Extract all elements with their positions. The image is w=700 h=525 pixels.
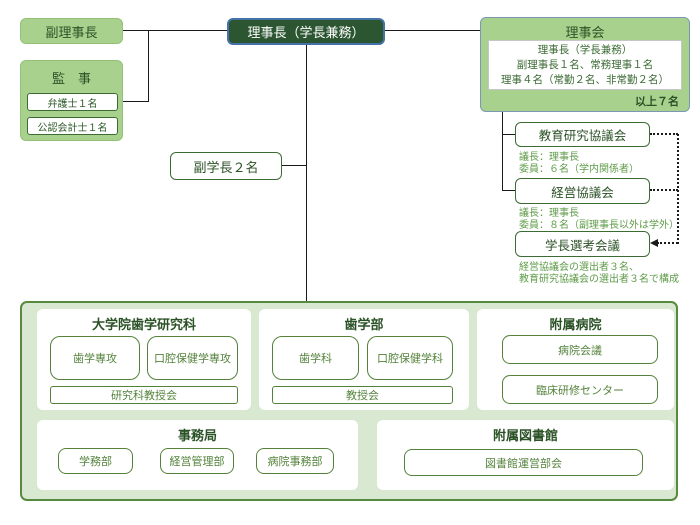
section-library: 附属図書館 図書館運営部会 (377, 420, 674, 490)
auditor-member: 弁護士１名 (27, 93, 118, 111)
graduate-school-title: 大学院歯学研究科 (91, 317, 196, 332)
unit-library-committee: 図書館運営部会 (404, 449, 643, 476)
connector-vicechairman-chairman (123, 30, 227, 31)
dotted-edu-council-out (650, 133, 678, 135)
connector-board-drop (502, 110, 503, 191)
unit-label: 口腔保健学専攻 (154, 353, 231, 365)
board-composition-line: 理事４名（常勤２名、非常勤２名） (501, 74, 669, 86)
box-president-selection-council: 学長選考会議 (515, 231, 650, 257)
dotted-into-selection (657, 242, 678, 244)
section-faculty: 歯学部 歯学科 口腔保健学科 教授会 (259, 309, 469, 410)
board-title: 理事会 (565, 25, 605, 40)
dotted-vertical (677, 134, 679, 244)
organization-panel: 大学院歯学研究科 歯学専攻 口腔保健学専攻 研究科教授会 歯学部 歯学科 口腔保… (20, 301, 678, 501)
hospital-title: 附属病院 (549, 317, 602, 332)
unit-oral-health-major: 口腔保健学専攻 (147, 336, 238, 380)
faculty-title: 歯学部 (344, 317, 384, 332)
admin-office-title: 事務局 (177, 428, 217, 443)
box-auditors: 監 事 弁護士１名 公認会計士１名 (20, 60, 123, 141)
unit-academic-affairs: 学務部 (58, 448, 133, 474)
connector-to-edu-council (502, 134, 515, 135)
connector-drop-to-auditors (148, 30, 149, 102)
note-line: 委員：６名（学内関係者） (519, 163, 639, 175)
unit-label: 病院会議 (558, 344, 602, 357)
management-council-label: 経営協議会 (551, 185, 614, 200)
unit-label: 図書館運営部会 (485, 457, 562, 470)
dotted-mgmt-council-out (650, 189, 678, 191)
note-line: 経営協議会の選出者３名、 (519, 262, 639, 273)
unit-hospital-admin-dept: 病院事務部 (256, 448, 334, 474)
unit-label: 歯学科 (299, 353, 332, 365)
vice-presidents-label: 副学長２名 (193, 159, 259, 175)
box-management-council: 経営協議会 (515, 178, 650, 204)
chairman-label: 理事長（学長兼務） (247, 25, 365, 40)
unit-clinical-training-center: 臨床研修センター (502, 375, 658, 404)
unit-label: 口腔保健学科 (377, 353, 443, 365)
unit-label: 研究科教授会 (111, 390, 177, 402)
unit-dentistry-major: 歯学専攻 (50, 336, 140, 380)
unit-label: 臨床研修センター (536, 384, 624, 397)
box-vice-presidents: 副学長２名 (170, 152, 282, 180)
connector-chairman-board (385, 30, 480, 31)
unit-oral-health-dept: 口腔保健学科 (367, 336, 453, 380)
unit-label: 歯学専攻 (73, 353, 117, 365)
box-board: 理事会 理事長（学長兼務） 副理事長１名、常務理事１名 理事４名（常勤２名、非常… (480, 17, 690, 112)
box-chairman: 理事長（学長兼務） (227, 18, 385, 45)
board-composition-line: 理事長（学長兼務） (537, 44, 633, 56)
note-line: 議長：理事長 (519, 208, 579, 219)
auditor-member-label: 公認会計士１名 (37, 122, 108, 134)
unit-label: 経営管理部 (169, 456, 225, 468)
connector-auditors-branch (117, 101, 148, 102)
section-admin-office: 事務局 学務部 経営管理部 病院事務部 (37, 420, 358, 490)
vice-chairman-label: 副理事長 (45, 24, 98, 40)
box-education-research-council: 教育研究協議会 (515, 122, 650, 147)
note-line: 委員：８名（副理事長以外は学外） (519, 219, 679, 231)
board-composition-line: 副理事長１名、常務理事１名 (516, 59, 654, 71)
education-research-council-label: 教育研究協議会 (538, 129, 627, 143)
unit-label: 教授会 (346, 390, 379, 402)
note-line: 教育研究協議会の選出者３名で構成 (519, 273, 679, 285)
unit-faculty-council: 教授会 (272, 386, 453, 404)
auditors-title: 監 事 (51, 71, 91, 86)
section-hospital: 附属病院 病院会議 臨床研修センター (477, 309, 674, 410)
arrow-left-icon (650, 239, 658, 247)
section-graduate-school: 大学院歯学研究科 歯学専攻 口腔保健学専攻 研究科教授会 (37, 309, 251, 410)
box-vice-chairman: 副理事長 (20, 18, 123, 44)
unit-dentistry-dept: 歯学科 (272, 336, 359, 380)
education-research-council-note: 議長：理事長 委員：６名（学内関係者） (519, 152, 639, 175)
connector-vicepresidents (282, 165, 306, 166)
unit-hospital-council: 病院会議 (502, 335, 658, 364)
unit-graduate-faculty-council: 研究科教授会 (50, 386, 238, 404)
board-total: 以上７名 (635, 96, 679, 108)
connector-to-mgmt-council (502, 190, 515, 191)
unit-label: 病院事務部 (267, 456, 323, 468)
board-composition: 理事長（学長兼務） 副理事長１名、常務理事１名 理事４名（常勤２名、非常勤２名） (488, 40, 682, 90)
unit-label: 学務部 (79, 456, 112, 468)
auditor-member-label: 弁護士１名 (47, 98, 98, 110)
unit-management-dept: 経営管理部 (160, 448, 234, 474)
management-council-note: 議長：理事長 委員：８名（副理事長以外は学外） (519, 208, 679, 231)
connector-main-trunk (306, 45, 307, 301)
library-title: 附属図書館 (492, 428, 558, 443)
note-line: 議長：理事長 (519, 152, 579, 163)
president-selection-label: 学長選考会議 (544, 238, 620, 253)
president-selection-note: 経営協議会の選出者３名、 教育研究協議会の選出者３名で構成 (519, 262, 679, 285)
auditor-member: 公認会計士１名 (27, 117, 118, 135)
